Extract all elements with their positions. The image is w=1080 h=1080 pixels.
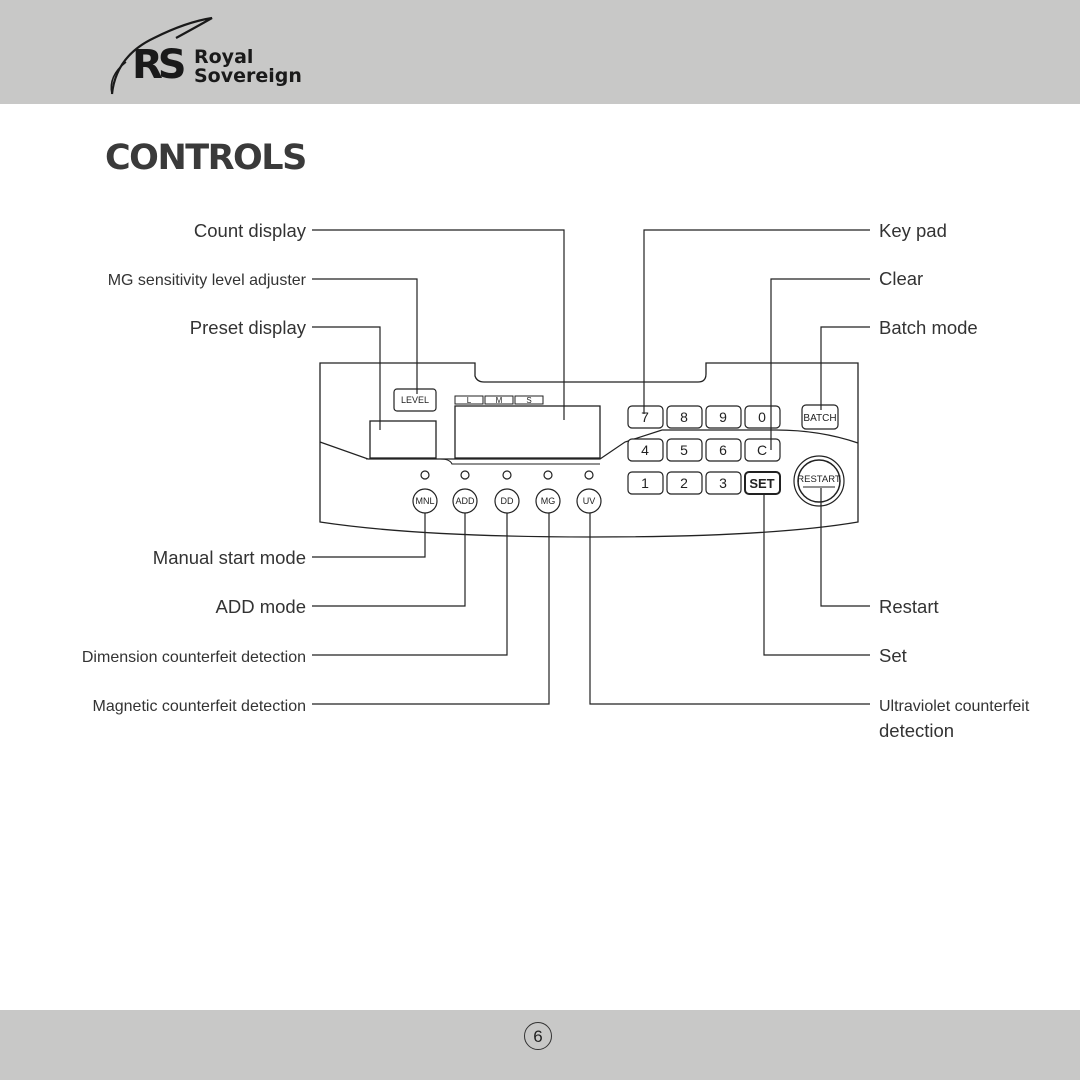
key-8[interactable] (666, 405, 703, 429)
level-label: LEVEL (401, 395, 429, 405)
key-9[interactable] (705, 405, 742, 429)
key-2-label: 2 (680, 475, 688, 491)
header-band (0, 0, 1080, 104)
key-7-label: 7 (641, 409, 649, 425)
panel-left-curve (319, 429, 859, 460)
leader-add-mode (312, 513, 466, 607)
uv-label: UV (583, 496, 596, 506)
leader-clear (770, 278, 870, 450)
callout-batch-mode: Batch mode (879, 317, 978, 338)
key-1-label: 1 (641, 475, 649, 491)
callout-clear: Clear (879, 268, 923, 289)
count-display (454, 405, 601, 459)
uv-button[interactable] (576, 488, 602, 514)
batch-label: BATCH (803, 413, 836, 424)
key-3-label: 3 (719, 475, 727, 491)
key-0-label: 0 (758, 409, 766, 425)
level-mark-m-label: M (496, 396, 503, 405)
led-dd (502, 470, 512, 480)
key-9-label: 9 (719, 409, 727, 425)
logo-word-royal: Royal (194, 46, 254, 68)
leader-mg-level (312, 278, 418, 394)
callout-mg-level: MG sensitivity level adjuster (108, 272, 307, 289)
mg-label: MG (541, 496, 556, 506)
leader-batch-mode (820, 326, 870, 410)
key-3[interactable] (705, 471, 742, 495)
page-title: CONTROLS (105, 138, 307, 178)
callout-dimension: Dimension counterfeit detection (82, 649, 306, 666)
preset-display (369, 420, 437, 459)
callout-restart: Restart (879, 596, 939, 617)
key-7[interactable] (627, 405, 664, 429)
key-c-label: C (757, 442, 767, 458)
dd-label: DD (501, 496, 514, 506)
level-mark-l (454, 395, 484, 405)
key-6[interactable] (705, 438, 742, 462)
callout-add-mode: ADD mode (216, 596, 306, 617)
callout-manual-start: Manual start mode (153, 547, 306, 568)
panel-bottom-curve (366, 458, 600, 465)
callout-set: Set (879, 645, 907, 666)
leader-magnetic (312, 513, 550, 705)
key-8-label: 8 (680, 409, 688, 425)
logo-word-sovereign: Sovereign (194, 65, 302, 87)
brand-logo: RS Royal Sovereign (106, 16, 316, 100)
restart-button[interactable] (797, 459, 841, 503)
callout-preset-display: Preset display (190, 317, 307, 338)
key-4-label: 4 (641, 442, 649, 458)
batch-button[interactable] (801, 404, 839, 430)
page-number: 6 (524, 1022, 552, 1050)
add-label: ADD (455, 496, 475, 506)
key-set-label: SET (749, 476, 774, 491)
level-mark-l-label: L (467, 396, 472, 405)
led-uv (584, 470, 594, 480)
key-6-label: 6 (719, 442, 727, 458)
leader-manual-start (312, 513, 426, 558)
logo-swoosh (110, 16, 213, 95)
key-4[interactable] (627, 438, 664, 462)
callout-uv-line2: detection (879, 720, 954, 741)
leader-dimension (312, 513, 508, 656)
key-set[interactable] (744, 471, 781, 495)
level-mark-s-label: S (526, 396, 531, 405)
led-mg (543, 470, 553, 480)
key-2[interactable] (666, 471, 703, 495)
level-button[interactable] (393, 388, 437, 412)
mg-button[interactable] (535, 488, 561, 514)
logo-initials: RS (132, 42, 187, 88)
leader-set (763, 494, 870, 656)
key-1[interactable] (627, 471, 664, 495)
led-mnl (420, 470, 430, 480)
led-add (460, 470, 470, 480)
leader-uv (589, 513, 870, 705)
callout-count-display: Count display (194, 220, 307, 241)
callout-uv-line1: Ultraviolet counterfeit (879, 698, 1030, 715)
leader-count-display (312, 229, 565, 420)
callout-magnetic: Magnetic counterfeit detection (93, 698, 306, 715)
mnl-label: MNL (415, 496, 434, 506)
key-5-label: 5 (680, 442, 688, 458)
restart-label: RESTART (797, 474, 841, 485)
key-5[interactable] (666, 438, 703, 462)
leader-preset-display (312, 326, 381, 430)
leader-restart (820, 488, 870, 607)
callout-key-pad: Key pad (879, 220, 947, 241)
level-mark-m (484, 395, 514, 405)
leader-key-pad (643, 229, 870, 414)
level-mark-s (514, 395, 544, 405)
